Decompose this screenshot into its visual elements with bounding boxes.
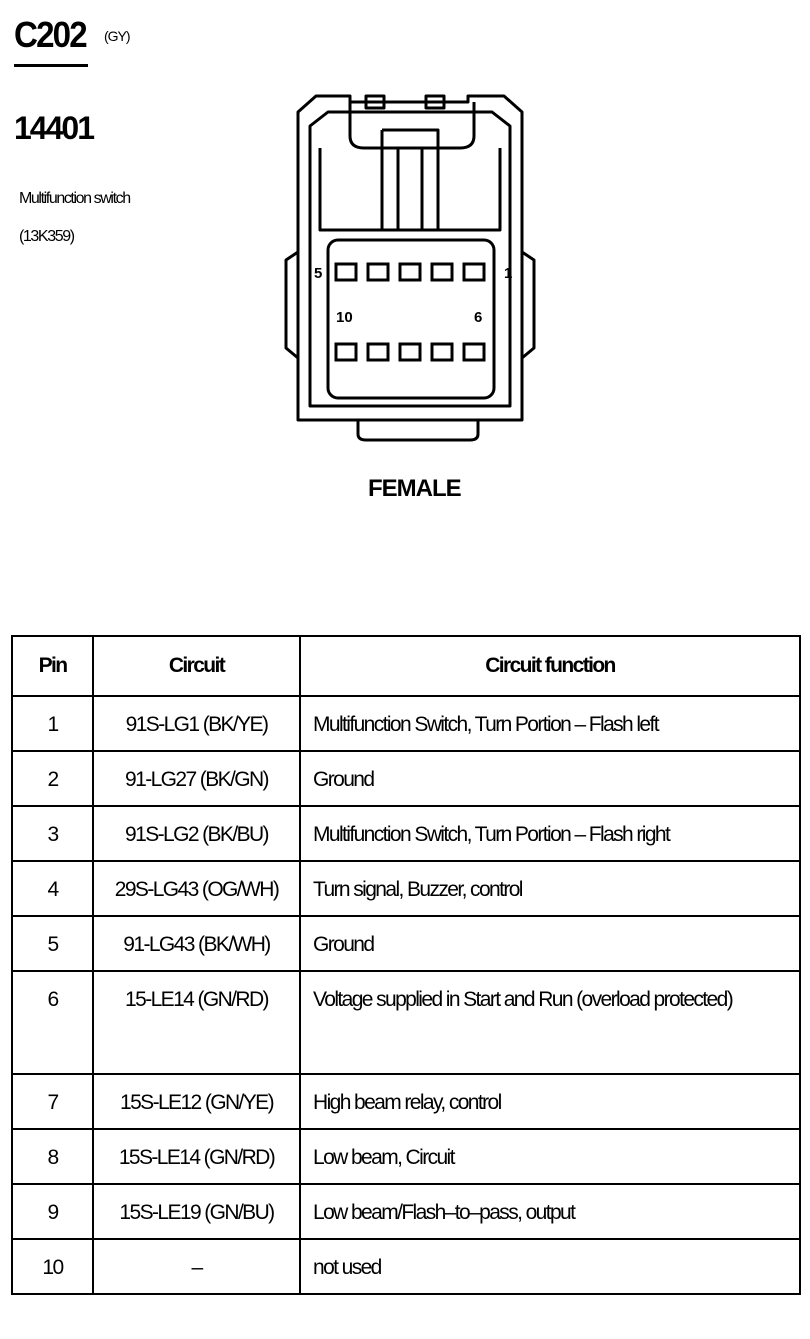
function-cell: Ground <box>299 750 801 807</box>
function-cell: Multifunction Switch, Turn Portion – Fla… <box>299 695 801 752</box>
pin-cavity-2 <box>430 262 454 282</box>
pin-label-6: 6 <box>474 309 482 326</box>
pin-cavity-8 <box>398 342 422 362</box>
left-latch <box>284 250 299 360</box>
function-cell: Low beam, Circuit <box>299 1128 801 1185</box>
function-cell: not used <box>299 1238 801 1295</box>
pin-cavity-10 <box>334 342 358 362</box>
top-lock-tab <box>348 102 476 150</box>
pin-cell: 9 <box>11 1183 94 1240</box>
connector-color: (GY) <box>104 28 131 44</box>
pin-cell: 2 <box>11 750 94 807</box>
circuit-cell: 15S-LE14 (GN/RD) <box>92 1128 301 1185</box>
cavity-window <box>326 238 496 400</box>
pin-cell: 7 <box>11 1073 94 1130</box>
table-row: 1 91S-LG1 (BK/YE) Multifunction Switch, … <box>11 695 801 752</box>
pin-cell: 1 <box>11 695 94 752</box>
pin-cell: 8 <box>11 1128 94 1185</box>
connector-id: C202 <box>14 14 88 55</box>
function-cell: Voltage supplied in Start and Run (overl… <box>299 970 801 1075</box>
pin-cavity-5 <box>334 262 358 282</box>
pin-cavity-4 <box>366 262 390 282</box>
circuit-cell: 91S-LG1 (BK/YE) <box>92 695 301 752</box>
pin-cell: 6 <box>11 970 94 1075</box>
table-row: 10 – not used <box>11 1238 801 1295</box>
connector-id-underline <box>14 64 88 67</box>
pin-cavity-9 <box>366 342 390 362</box>
function-cell: Multifunction Switch, Turn Portion – Fla… <box>299 805 801 862</box>
right-latch <box>521 250 536 360</box>
pin-cell: 10 <box>11 1238 94 1295</box>
table-row: 4 29S-LG43 (OG/WH) Turn signal, Buzzer, … <box>11 860 801 917</box>
table-row: 2 91-LG27 (BK/GN) Ground <box>11 750 801 807</box>
pin-cell: 3 <box>11 805 94 862</box>
pin-label-5: 5 <box>314 265 322 282</box>
pin-cell: 4 <box>11 860 94 917</box>
table-row: 5 91-LG43 (BK/WH) Ground <box>11 915 801 972</box>
circuit-cell: 91S-LG2 (BK/BU) <box>92 805 301 862</box>
pin-label-10: 10 <box>336 309 353 326</box>
table-row: 8 15S-LE14 (GN/RD) Low beam, Circuit <box>11 1128 801 1185</box>
table-row: 6 15-LE14 (GN/RD) Voltage supplied in St… <box>11 970 801 1075</box>
bottom-tab <box>356 420 480 442</box>
connector-inner-housing <box>308 110 512 408</box>
lock-tab-notch-right <box>424 94 446 110</box>
lock-tab-notch-left <box>364 94 386 110</box>
function-cell: High beam relay, control <box>299 1073 801 1130</box>
function-cell: Turn signal, Buzzer, control <box>299 860 801 917</box>
header-circuit: Circuit <box>92 635 301 697</box>
pin-cavity-7 <box>430 342 454 362</box>
component-name: Multifunction switch <box>19 190 131 207</box>
pin-cavity-6 <box>462 342 486 362</box>
circuit-cell: 15S-LE12 (GN/YE) <box>92 1073 301 1130</box>
pin-cell: 5 <box>11 915 94 972</box>
function-cell: Ground <box>299 915 801 972</box>
keying-ribs <box>380 128 440 230</box>
pin-assignment-table: Pin Circuit Circuit function 1 91S-LG1 (… <box>11 635 801 1295</box>
table-row: 3 91S-LG2 (BK/BU) Multifunction Switch, … <box>11 805 801 862</box>
pin-cavity-3 <box>398 262 422 282</box>
function-cell: Low beam/Flash–to–pass, output <box>299 1183 801 1240</box>
component-code: (13K359) <box>19 228 75 245</box>
circuit-cell: – <box>92 1238 301 1295</box>
keying-channel <box>318 148 502 232</box>
circuit-cell: 15-LE14 (GN/RD) <box>92 970 301 1075</box>
pin-cavity-1 <box>462 262 486 282</box>
table-row: 9 15S-LE19 (GN/BU) Low beam/Flash–to–pas… <box>11 1183 801 1240</box>
circuit-cell: 91-LG43 (BK/WH) <box>92 915 301 972</box>
circuit-cell: 15S-LE19 (GN/BU) <box>92 1183 301 1240</box>
connector-face-diagram: 5 1 10 6 <box>284 94 536 442</box>
table-row: 7 15S-LE12 (GN/YE) High beam relay, cont… <box>11 1073 801 1130</box>
connector-gender-label: FEMALE <box>368 475 462 502</box>
header-pin: Pin <box>11 635 94 697</box>
connector-outer-housing <box>296 94 524 422</box>
header-circuit-function: Circuit function <box>299 635 801 697</box>
table-header-row: Pin Circuit Circuit function <box>11 635 801 697</box>
circuit-cell: 29S-LG43 (OG/WH) <box>92 860 301 917</box>
pin-label-1: 1 <box>504 265 512 282</box>
circuit-cell: 91-LG27 (BK/GN) <box>92 750 301 807</box>
part-number: 14401 <box>14 110 95 146</box>
